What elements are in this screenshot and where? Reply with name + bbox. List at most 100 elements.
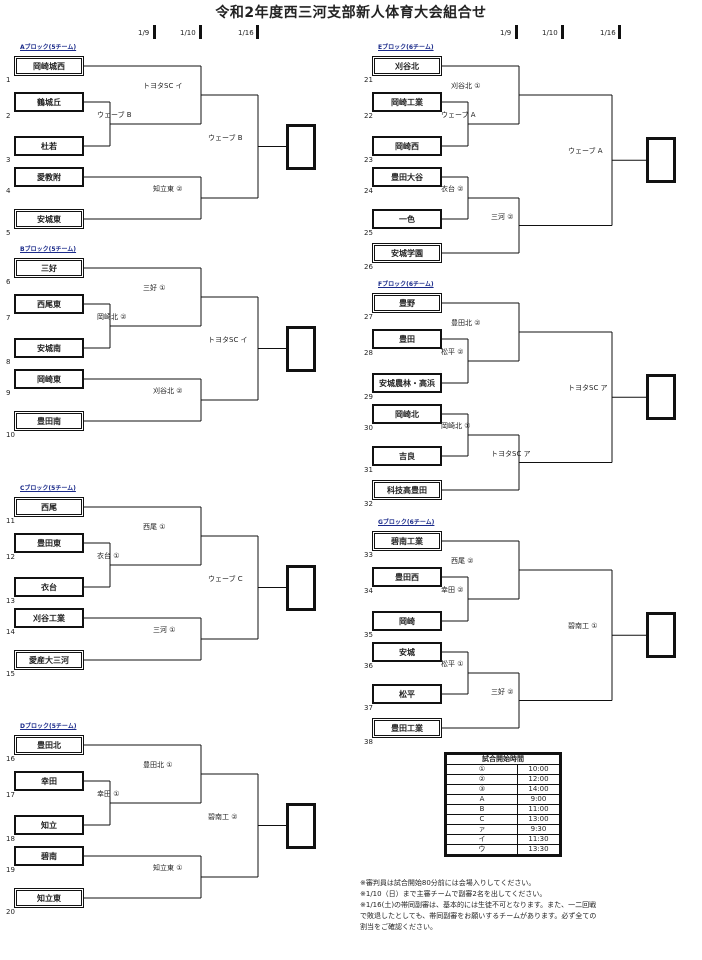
team-box: 安城農林・高浜 — [372, 373, 442, 393]
block-label: Gブロック(6チーム) — [378, 519, 435, 526]
match-label: 松平 ② — [441, 348, 464, 356]
team-box: 松平 — [372, 684, 442, 704]
match-label: 三河 ② — [491, 212, 514, 221]
match-label: 三河 ① — [153, 626, 176, 634]
round-marker — [561, 25, 564, 39]
team-box: 愛教附 — [14, 167, 84, 187]
schedule-key: C — [445, 814, 518, 825]
match-label: トヨタSC ア — [491, 449, 531, 458]
schedule-time: 11:30 — [517, 834, 561, 845]
round-marker — [199, 25, 202, 39]
note-line: ※1/10（日）まで主審チームで副審2名を出してください。 — [360, 890, 547, 898]
notes: ※審判員は試合開始80分前には会場入りしてください。 ※1/10（日）まで主審チ… — [360, 878, 660, 933]
team-box: 安城南 — [14, 338, 84, 358]
match-label: 幸田 ① — [97, 790, 120, 798]
team-box: 豊田工業 — [372, 718, 442, 738]
team-number: 10 — [6, 431, 15, 439]
team-number: 38 — [364, 738, 373, 746]
block-label: Eブロック(6チーム) — [378, 44, 434, 51]
final-box — [286, 802, 316, 849]
team-number: 6 — [6, 278, 11, 286]
schedule-key: ウ — [445, 844, 518, 856]
match-label: 衣台 ① — [97, 552, 120, 560]
team-box: 豊野 — [372, 293, 442, 313]
team-number: 26 — [364, 263, 373, 271]
block-label: Fブロック(6チーム) — [378, 281, 434, 288]
team-box: 豊田南 — [14, 411, 84, 431]
note-line: 割当をご確認ください。 — [360, 923, 437, 931]
schedule-key: イ — [445, 834, 518, 845]
team-number: 27 — [364, 313, 373, 321]
team-box: 安城東 — [14, 209, 84, 229]
round-label-1: 1/9 — [500, 29, 512, 37]
block-label: Dブロック(5チーム) — [20, 723, 77, 730]
team-number: 9 — [6, 389, 11, 397]
team-number: 25 — [364, 229, 373, 237]
team-number: 15 — [6, 670, 15, 678]
round-marker — [618, 25, 621, 39]
final-box — [286, 325, 316, 372]
round-label-3: 1/16 — [238, 29, 254, 37]
schedule-time: 9:00 — [517, 794, 561, 805]
block-label: Bブロック(5チーム) — [20, 246, 77, 253]
note-line: ※1/16(土)の帯同副審は、基本的には生徒不可となります。また、一二回戦 — [360, 901, 597, 909]
team-box: 知立 — [14, 815, 84, 835]
schedule-header: 試合開始時間 — [445, 753, 561, 765]
team-number: 24 — [364, 187, 373, 195]
match-label: 碧南工 ② — [208, 812, 238, 821]
team-box: 岡崎東 — [14, 369, 84, 389]
match-label: 松平 ① — [441, 660, 464, 668]
match-label: 幸田 ② — [441, 586, 464, 594]
schedule-key: ② — [445, 774, 518, 785]
team-number: 3 — [6, 156, 11, 164]
team-number: 19 — [6, 866, 15, 874]
match-label: ウェーブ B — [97, 111, 132, 119]
team-box: 豊田 — [372, 329, 442, 349]
team-box: 刈谷北 — [372, 56, 442, 76]
match-label: 知立東 ① — [153, 864, 183, 872]
match-label: 碧南工 ① — [568, 622, 598, 631]
schedule-time: 12:00 — [517, 774, 561, 785]
note-line: で敗退したとしても、帯同副審をお願いするチームがあります。必ず全ての — [360, 912, 597, 920]
schedule-key: B — [445, 804, 518, 815]
team-box: 一色 — [372, 209, 442, 229]
match-label: 刈谷北 ① — [451, 82, 481, 90]
team-number: 8 — [6, 358, 11, 366]
team-box: 幸田 — [14, 771, 84, 791]
match-label: 豊田北 ① — [143, 761, 173, 769]
team-number: 28 — [364, 349, 373, 357]
match-label: 岡崎北 ① — [441, 422, 471, 430]
final-box — [286, 123, 316, 170]
match-label: ウェーブ B — [208, 133, 243, 142]
team-box: 西尾東 — [14, 294, 84, 314]
match-label: トヨタSC イ — [208, 335, 248, 344]
team-number: 11 — [6, 517, 15, 525]
final-box — [646, 612, 676, 659]
team-number: 35 — [364, 631, 373, 639]
schedule-time: 9:30 — [517, 824, 561, 835]
match-label: トヨタSC イ — [143, 82, 183, 90]
match-label: 知立東 ② — [153, 185, 183, 193]
team-box: 安城 — [372, 642, 442, 662]
team-box: 刈谷工業 — [14, 608, 84, 628]
match-label: 西尾 ② — [451, 557, 474, 565]
team-box: 杜若 — [14, 136, 84, 156]
block-label: Cブロック(5チーム) — [20, 485, 76, 492]
team-number: 13 — [6, 597, 15, 605]
page-title: 令和2年度西三河支部新人体育大会組合せ — [215, 5, 487, 21]
team-number: 12 — [6, 553, 15, 561]
team-number: 32 — [364, 500, 373, 508]
schedule-key: ァ — [445, 824, 518, 835]
match-label: トヨタSC ア — [568, 384, 608, 393]
match-label: 刈谷北 ② — [153, 387, 183, 395]
final-box — [286, 564, 316, 611]
